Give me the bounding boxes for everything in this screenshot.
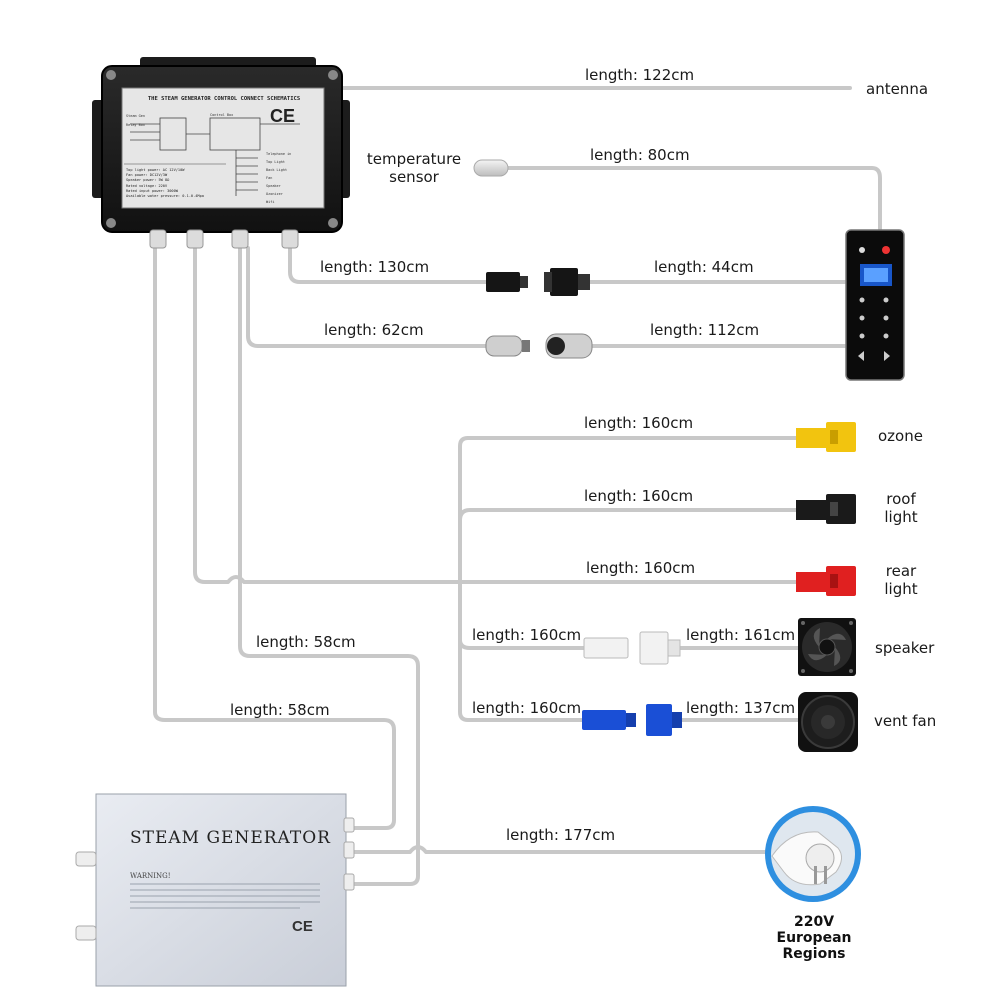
wire-gen-link-2 — [153, 246, 396, 830]
rear-light-label: rear light — [884, 562, 918, 598]
length-panel-link-1-left: length: 130cm — [320, 258, 430, 276]
wire-panel-link-1 — [288, 246, 490, 284]
wire-power — [350, 845, 772, 854]
steam-generator-title: STEAM GENERATOR — [130, 828, 331, 848]
steam-generator-icon — [75, 793, 355, 987]
control-box-schematic-label: Fan — [266, 176, 273, 180]
control-box-schematic-label: Control Box — [210, 113, 234, 117]
eu-plug-icon — [765, 806, 861, 902]
speaker-icon — [798, 692, 858, 752]
wire-rear-light — [193, 246, 798, 584]
control-box-schematic-label: Ozonizer — [266, 192, 283, 196]
control-box-spec-line: Rated voltage: 220V — [126, 183, 168, 188]
length-gen-link-2: length: 58cm — [230, 701, 330, 719]
ozone-plug-icon — [796, 422, 856, 452]
control-box-schematic-label: Wifi — [266, 200, 275, 204]
connector-panel-link-2 — [485, 333, 593, 359]
connector-panel-link-1 — [486, 268, 590, 296]
wires — [153, 86, 882, 886]
control-box-schematic-label: Telephone in — [266, 152, 292, 156]
control-box-icon — [92, 57, 350, 249]
control-box-schematic-label: Steam Gen — [126, 114, 145, 118]
control-box-spec-line: Rated input power: 3000W — [126, 188, 178, 193]
wire-roof-light — [458, 508, 798, 522]
wire-gen-link-1 — [238, 246, 420, 886]
control-box-ce-mark: CE — [270, 106, 296, 126]
length-gen-link-1: length: 58cm — [256, 633, 356, 651]
length-rear-light: length: 160cm — [586, 559, 696, 577]
length-speaker-left: length: 160cm — [472, 626, 582, 644]
temperature-sensor-icon — [473, 159, 509, 177]
length-panel-link-1-right: length: 44cm — [654, 258, 754, 276]
connector-vent-fan — [582, 704, 682, 736]
fan-icon — [798, 618, 856, 676]
control-box-schematic-title: THE STEAM GENERATOR CONTROL CONNECT SCHE… — [147, 96, 301, 102]
length-antenna: length: 122cm — [585, 66, 695, 84]
control-panel-icon — [845, 229, 905, 381]
length-ozone: length: 160cm — [584, 414, 694, 432]
control-box-spec-line: Top light power: AC 12V/10W — [126, 168, 185, 172]
control-box-schematic-label: Relay Box — [126, 123, 145, 127]
length-panel-link-2-right: length: 112cm — [650, 321, 760, 339]
vent-fan-label: vent fan — [874, 712, 937, 730]
speaker-label: speaker — [875, 639, 935, 657]
steam-generator-warning: WARNING! — [130, 872, 171, 880]
ozone-label: ozone — [878, 427, 923, 445]
wire-accessory-trunk — [458, 436, 584, 722]
antenna-label: antenna — [866, 80, 929, 98]
length-panel-link-2-left: length: 62cm — [324, 321, 424, 339]
wire-panel-link-2 — [246, 246, 490, 348]
control-box-spec-line: Available water pressure: 0.1-0.4Mpa — [126, 194, 204, 199]
rear-light-plug-icon — [796, 566, 856, 596]
control-box-schematic-label: Top Light — [266, 160, 285, 164]
length-vent-fan-right: length: 137cm — [686, 699, 796, 717]
length-speaker-right: length: 161cm — [686, 626, 796, 644]
wire-speaker-left — [458, 638, 586, 650]
roof-light-label: roof light — [884, 490, 918, 526]
temperature-sensor-label: temperature sensor — [366, 150, 462, 186]
length-power: length: 177cm — [506, 826, 616, 844]
steam-generator-ce-mark: CE — [292, 918, 313, 935]
roof-light-plug-icon — [796, 494, 856, 524]
control-box-spec-line: Fan power: DC12V/3W — [126, 173, 168, 178]
connector-speaker — [583, 631, 681, 665]
control-box-schematic-label: Back Light — [266, 168, 288, 172]
control-box-spec-line: Speaker power: 5W 8Ω — [126, 178, 170, 183]
length-temperature-sensor: length: 80cm — [590, 146, 690, 164]
power-plug-label: 220V European Regions — [776, 914, 852, 962]
length-roof-light: length: 160cm — [584, 487, 694, 505]
control-box-schematic-label: Speaker — [266, 184, 281, 188]
wire-temperature-sensor — [503, 166, 882, 234]
length-vent-fan-left: length: 160cm — [472, 699, 582, 717]
